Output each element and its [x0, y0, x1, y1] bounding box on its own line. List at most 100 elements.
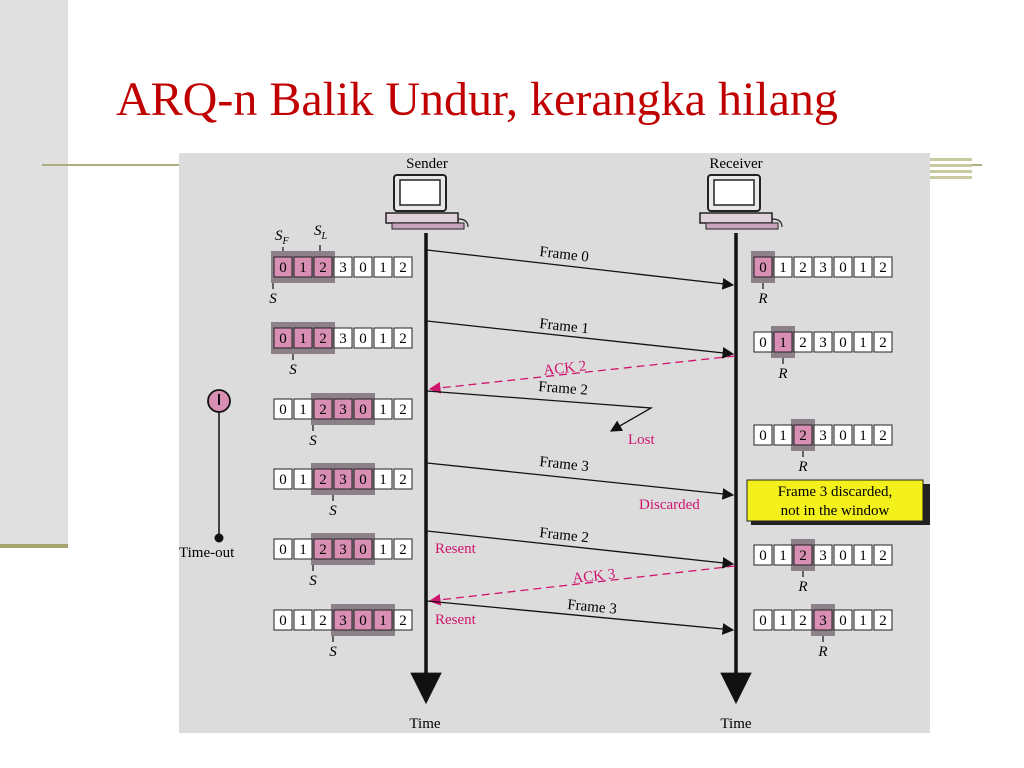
- window-cell: [373, 398, 393, 420]
- sender-pointer-label: S: [309, 573, 317, 589]
- window-cell: [333, 398, 353, 420]
- window-cell-number: 1: [379, 542, 387, 558]
- window-cell-number: 2: [399, 472, 407, 488]
- window-cell-number: 0: [279, 613, 287, 629]
- window-cell: [273, 468, 293, 490]
- window-cell: [313, 398, 333, 420]
- window-cell: [373, 538, 393, 560]
- window-cell: [333, 327, 353, 349]
- slide-title: ARQ-n Balik Undur, kerangka hilang: [116, 73, 838, 126]
- window-cell-number: 1: [859, 613, 867, 629]
- message-label: ACK 3: [572, 566, 616, 587]
- message-frame-1: Frame 1: [426, 316, 735, 359]
- window-cell: [393, 398, 413, 420]
- window-cell-number: 2: [399, 402, 407, 418]
- message-label: Frame 3: [539, 454, 590, 475]
- window-cell-number: 1: [779, 613, 787, 629]
- window-cell: [313, 468, 333, 490]
- window-cell: [353, 609, 373, 631]
- window-cell-number: 0: [839, 428, 847, 444]
- window-cell-number: 2: [319, 542, 327, 558]
- window-cell-number: 0: [839, 335, 847, 351]
- left-decor-rule: [0, 544, 68, 548]
- window-cell-number: 1: [859, 260, 867, 276]
- sender-pointer-label: S: [329, 644, 337, 660]
- window-cell: [853, 331, 873, 353]
- window-cell-number: 0: [759, 548, 767, 564]
- window-cell: [833, 424, 853, 446]
- window-cell-number: 3: [339, 613, 347, 629]
- window-cell: [793, 609, 813, 631]
- discard-note: Frame 3 discarded, not in the window: [746, 479, 930, 525]
- window-cell-number: 3: [339, 402, 347, 418]
- note-line-2: not in the window: [781, 503, 890, 519]
- sender-pointer-label: S: [269, 291, 277, 307]
- window-cell-number: 2: [799, 260, 807, 276]
- window-cell-number: 0: [359, 613, 367, 629]
- window-cell-number: 0: [839, 548, 847, 564]
- left-decor-panel: [0, 0, 68, 546]
- sender-pointer-label: S: [329, 503, 337, 519]
- window-cell-number: 1: [379, 402, 387, 418]
- window-cell: [753, 609, 773, 631]
- message-ack-2: ACK 2: [428, 355, 736, 394]
- window-cell: [293, 327, 313, 349]
- window-cell-number: 0: [359, 402, 367, 418]
- window-cell-number: 2: [319, 613, 327, 629]
- window-cell: [773, 256, 793, 278]
- window-cell: [753, 544, 773, 566]
- window-cell: [793, 424, 813, 446]
- window-cell-number: 0: [759, 335, 767, 351]
- window-cell: [753, 331, 773, 353]
- window-cell-number: 0: [759, 260, 767, 276]
- window-cell: [293, 468, 313, 490]
- window-cell-number: 2: [799, 613, 807, 629]
- window-cell: [393, 609, 413, 631]
- sender-pointer-label: S: [289, 362, 297, 378]
- window-cell-number: 2: [879, 548, 887, 564]
- message-label: Frame 0: [539, 244, 590, 266]
- window-cell-number: 2: [399, 542, 407, 558]
- window-cell-number: 2: [799, 428, 807, 444]
- message-frame-0: Frame 0: [426, 244, 735, 290]
- message-label: ACK 2: [543, 358, 587, 379]
- window-cell-number: 0: [359, 260, 367, 276]
- window-cell-number: 3: [339, 472, 347, 488]
- window-cell: [813, 609, 833, 631]
- window-cell: [353, 327, 373, 349]
- window-cell-number: 3: [819, 428, 827, 444]
- window-cell: [393, 327, 413, 349]
- window-cell: [873, 331, 893, 353]
- discarded-label: Discarded: [639, 497, 700, 513]
- window-cell: [873, 544, 893, 566]
- window-cell: [393, 538, 413, 560]
- window-cell-number: 0: [759, 428, 767, 444]
- receiver-pointer-label: R: [777, 366, 787, 382]
- sl-subscript: L: [321, 231, 328, 242]
- window-cell: [353, 538, 373, 560]
- window-cell-number: 1: [299, 472, 307, 488]
- window-cell: [753, 424, 773, 446]
- sender-computer-icon: [385, 174, 469, 230]
- window-cell: [293, 256, 313, 278]
- window-cell: [813, 331, 833, 353]
- window-cell-number: 3: [819, 335, 827, 351]
- window-cell-number: 0: [359, 472, 367, 488]
- window-cell-number: 0: [279, 402, 287, 418]
- window-cell-number: 2: [399, 331, 407, 347]
- window-cell-number: 2: [399, 260, 407, 276]
- window-cell: [353, 256, 373, 278]
- window-cell: [833, 256, 853, 278]
- window-cell-number: 0: [279, 542, 287, 558]
- window-cell: [853, 609, 873, 631]
- message-frame-2-lost: Frame 2: [426, 379, 654, 432]
- window-cell-number: 0: [279, 331, 287, 347]
